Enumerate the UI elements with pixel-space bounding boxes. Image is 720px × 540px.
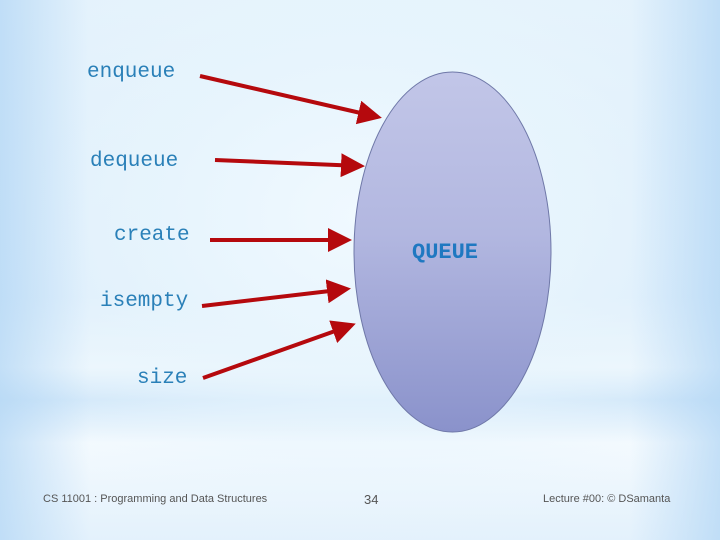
arrow-enqueue [199, 74, 382, 125]
footer-credit: Lecture #00: © DSamanta [543, 493, 671, 505]
queue-ellipse [353, 71, 552, 433]
label-isempty: isempty [100, 290, 189, 313]
queue-label: QUEUE [412, 240, 479, 265]
arrow-dequeue [214, 153, 365, 178]
footer-page-number: 34 [364, 492, 379, 507]
footer-course: CS 11001 : Programming and Data Structur… [43, 493, 268, 505]
label-enqueue: enqueue [87, 61, 176, 84]
arrow-size [202, 320, 356, 380]
arrow-isempty [201, 279, 351, 308]
label-size: size [137, 367, 188, 390]
label-create: create [114, 224, 190, 247]
background-edge-left [0, 0, 90, 540]
label-dequeue: dequeue [90, 150, 179, 173]
background-edge-right [630, 0, 720, 540]
